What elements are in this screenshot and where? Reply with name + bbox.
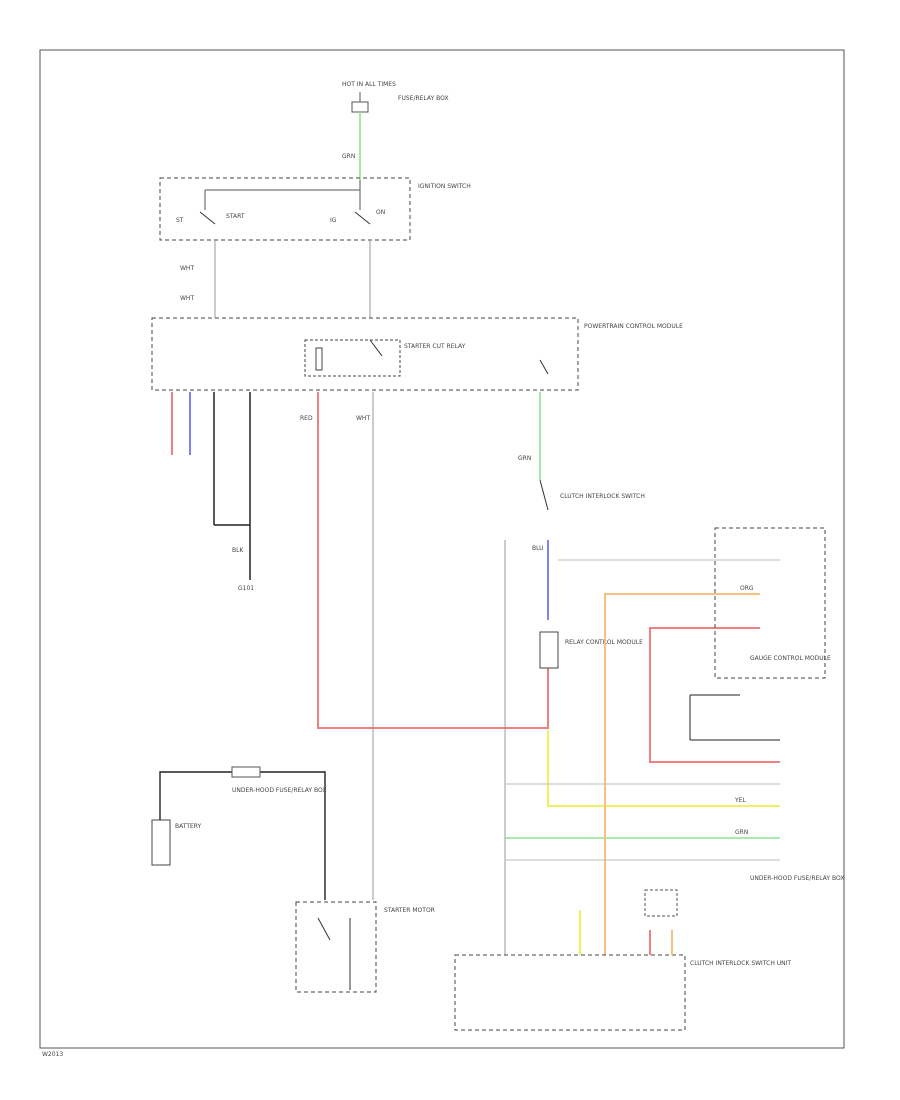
label-org: ORG <box>740 585 754 592</box>
label-start: START <box>226 213 245 220</box>
label-blk-g: BLK <box>232 547 244 554</box>
ignition-switch-box <box>159 177 411 241</box>
wire-red-right <box>649 627 780 763</box>
label-ignition-switch: IGNITION SWITCH <box>418 183 471 190</box>
label-st: ST <box>176 217 184 224</box>
label-wht-1: WHT <box>180 265 194 272</box>
ecm-box <box>151 317 579 391</box>
switch-ig-contact <box>354 211 371 225</box>
label-red-main: RED <box>300 415 313 422</box>
label-yel: YEL <box>734 797 746 804</box>
battery <box>151 819 171 866</box>
label-ig: IG <box>330 217 337 224</box>
diagram-frame <box>39 49 845 1049</box>
gauge-box <box>714 527 826 679</box>
wire-orange <box>604 593 760 955</box>
clutch-unit-box <box>454 954 686 1031</box>
label-grn-right: GRN <box>518 455 531 462</box>
footer-code: W2013 <box>42 1051 63 1058</box>
label-underhood-fuse-2: UNDER-HOOD FUSE/RELAY BOX <box>232 787 326 794</box>
underhood-fuse <box>231 766 261 778</box>
wire-red-main <box>317 392 549 729</box>
label-grn-top: GRN <box>342 153 355 160</box>
label-on: ON <box>376 209 385 216</box>
label-g101: G101 <box>238 585 254 592</box>
label-hot-in: HOT IN ALL TIMES <box>342 81 396 88</box>
switch-st-contact <box>199 211 216 225</box>
label-battery: BATTERY <box>175 823 202 830</box>
label-clutch-unit: CLUTCH INTERLOCK SWITCH UNIT <box>690 960 791 967</box>
label-grn-lower: GRN <box>735 829 748 836</box>
label-wht-2: WHT <box>180 295 194 302</box>
fuse-top <box>351 101 369 113</box>
label-blu-right: BLU <box>532 545 544 552</box>
label-clutch-interlock: CLUTCH INTERLOCK SWITCH <box>560 493 645 500</box>
starter-motor-box <box>295 901 377 993</box>
label-underhood-fuse: UNDER-HOOD FUSE/RELAY BOX <box>750 875 844 882</box>
label-gauge: GAUGE CONTROL MODULE <box>750 655 831 662</box>
wire-yellow <box>547 730 780 807</box>
label-starter-motor: STARTER MOTOR <box>384 907 435 914</box>
starter-cut-relay-box <box>304 339 401 377</box>
label-ecm: POWERTRAIN CONTROL MODULE <box>584 323 683 330</box>
relay-box <box>539 631 559 669</box>
label-fuse-top: FUSE/RELAY BOX <box>398 95 449 102</box>
label-starter-cut-relay: STARTER CUT RELAY <box>404 343 466 350</box>
label-wht-starter: WHT <box>356 415 370 422</box>
underhood-fuse-bottom <box>644 889 678 917</box>
